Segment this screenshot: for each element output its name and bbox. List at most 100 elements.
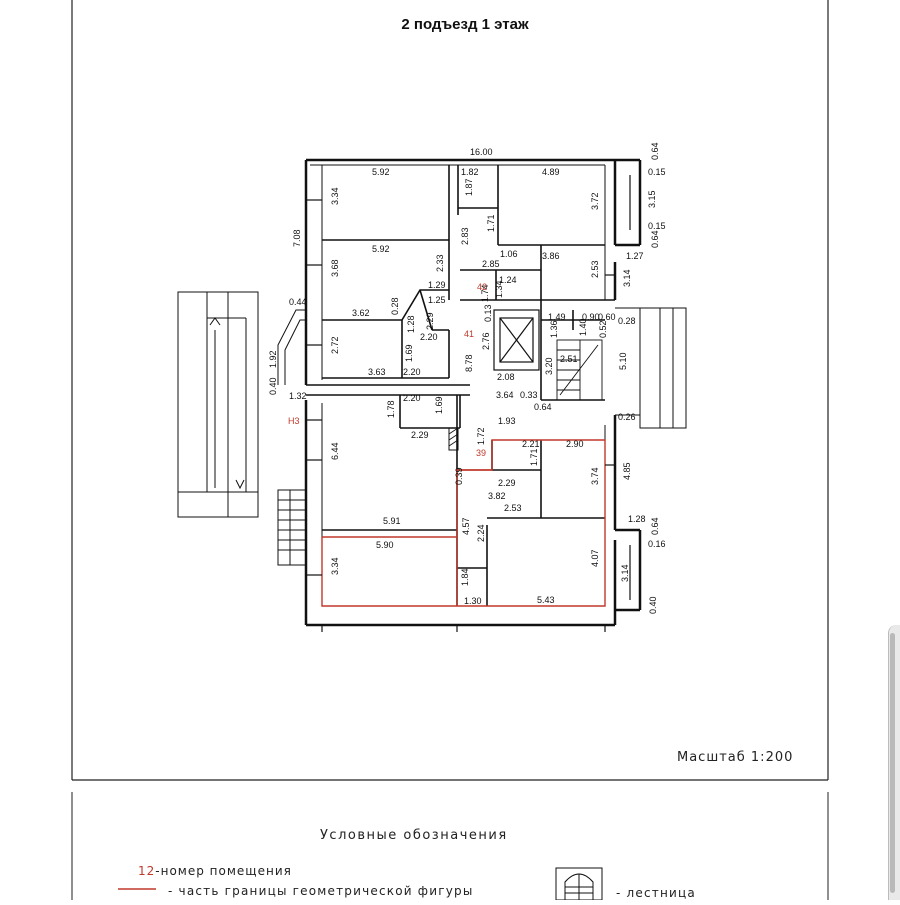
dim-label: 0.28 bbox=[390, 297, 400, 315]
dim-label: 8.78 bbox=[464, 354, 474, 372]
legend-room-number-sample: 12 bbox=[138, 864, 156, 878]
boundary-lines-red bbox=[321, 439, 606, 607]
dim-label: 1.78 bbox=[386, 400, 396, 418]
dim-label: 3.68 bbox=[330, 259, 340, 277]
dim-label: 0.15 bbox=[648, 167, 666, 177]
dim-label: 3.82 bbox=[488, 491, 506, 501]
dim-label: 7.08 bbox=[292, 229, 302, 247]
dim-label: 2.20 bbox=[403, 367, 421, 377]
dim-label: 1.34 bbox=[494, 280, 504, 298]
elevator-shaft bbox=[493, 309, 540, 371]
dim-label: 1.71 bbox=[529, 448, 539, 466]
dim-label: 1.93 bbox=[498, 416, 516, 426]
dim-label: 0.64 bbox=[534, 402, 552, 412]
dim-label: 1.32 bbox=[289, 391, 307, 401]
dim-label: 0.33 bbox=[520, 390, 538, 400]
dim-label: 1.74 bbox=[480, 284, 490, 302]
dim-label: 1.30 bbox=[464, 596, 482, 606]
dim-label: 0.44 bbox=[289, 297, 307, 307]
hatched-column bbox=[448, 427, 459, 451]
dim-label: 2.21 bbox=[522, 439, 540, 449]
dim-label: 6.44 bbox=[330, 442, 340, 460]
dim-label: 1.28 bbox=[628, 514, 646, 524]
legend-stair-text: - лестница bbox=[616, 886, 696, 900]
dim-label: 1.69 bbox=[434, 396, 444, 414]
dim-label: 0.90 bbox=[582, 312, 600, 322]
room-number: Н3 bbox=[288, 416, 300, 426]
dim-label: 3.14 bbox=[620, 564, 630, 582]
legend-title: Условные обозначения bbox=[320, 828, 508, 843]
dim-label: 0.64 bbox=[650, 142, 660, 160]
legend-room-number: 12-номер помещения bbox=[138, 864, 292, 878]
dim-label: 3.74 bbox=[590, 467, 600, 485]
dim-label: 3.72 bbox=[590, 192, 600, 210]
dim-label: 2.85 bbox=[482, 259, 500, 269]
page-title: 2 подъезд 1 этаж bbox=[401, 16, 529, 33]
left-terrace bbox=[177, 291, 306, 518]
dim-label: 0.64 bbox=[650, 517, 660, 535]
dim-label: 1.36 bbox=[549, 320, 559, 338]
dim-label: 2.33 bbox=[435, 254, 445, 272]
dim-label: 0.40 bbox=[268, 377, 278, 395]
dim-label: 3.64 bbox=[496, 390, 514, 400]
interior-staircase bbox=[556, 339, 603, 401]
room-number-labels: 42 41 39 Н3 bbox=[288, 282, 487, 458]
dimension-labels: 16.00 0.64 0.15 5.92 1.82 4.89 3.34 1.87… bbox=[268, 142, 666, 614]
dim-label: 3.20 bbox=[544, 357, 554, 375]
dim-label: 2.53 bbox=[590, 260, 600, 278]
dim-label: 5.43 bbox=[537, 595, 555, 605]
dim-label: 0.16 bbox=[648, 539, 666, 549]
dim-label: 2.76 bbox=[481, 332, 491, 350]
dim-label: 5.91 bbox=[383, 516, 401, 526]
dim-label: 3.34 bbox=[330, 557, 340, 575]
dim-label: 0.39 bbox=[454, 467, 464, 485]
dim-label: 2.90 bbox=[566, 439, 584, 449]
dim-label: 3.62 bbox=[352, 308, 370, 318]
dim-label: 1.28 bbox=[406, 315, 416, 333]
dim-label: 0.15 bbox=[648, 221, 666, 231]
dim-label: 2.20 bbox=[420, 332, 438, 342]
dim-label: 16.00 bbox=[470, 147, 493, 157]
dim-label: 0.26 bbox=[618, 412, 636, 422]
dim-label: 5.10 bbox=[618, 352, 628, 370]
dim-label: 2.08 bbox=[497, 372, 515, 382]
dim-label: 1.72 bbox=[476, 427, 486, 445]
dim-label: 5.92 bbox=[372, 167, 390, 177]
outer-walls bbox=[304, 158, 642, 627]
dim-label: 1.24 bbox=[499, 275, 517, 285]
legend-room-number-text: -номер помещения bbox=[155, 864, 292, 878]
dim-label: 0.40 bbox=[648, 596, 658, 614]
dim-label: 3.15 bbox=[647, 190, 657, 208]
dim-label: 2.72 bbox=[330, 336, 340, 354]
window-marks bbox=[306, 175, 631, 632]
dim-label: 1.25 bbox=[428, 295, 446, 305]
dim-label: 2.29 bbox=[498, 478, 516, 488]
dim-label: 0.52 bbox=[598, 320, 608, 338]
dim-label: 0.60 bbox=[598, 312, 616, 322]
dim-label: 1.06 bbox=[500, 249, 518, 259]
dim-label: 0.13 bbox=[483, 304, 493, 322]
legend-stair-symbol bbox=[555, 867, 603, 901]
dim-label: 3.86 bbox=[542, 251, 560, 261]
dim-label: 1.69 bbox=[404, 344, 414, 362]
dim-label: 1.84 bbox=[460, 568, 470, 586]
dim-label: 1.27 bbox=[626, 251, 644, 261]
dim-label: 2.51 bbox=[560, 354, 578, 364]
legend-boundary-text: - часть границы геометрической фигуры bbox=[168, 884, 474, 898]
room-number: 41 bbox=[464, 329, 474, 339]
dim-label: 2.53 bbox=[504, 503, 522, 513]
dim-label: 2.83 bbox=[460, 227, 470, 245]
dim-label: 0.28 bbox=[618, 316, 636, 326]
dim-label: 5.90 bbox=[376, 540, 394, 550]
dim-label: 4.85 bbox=[622, 462, 632, 480]
dim-label: 1.71 bbox=[486, 214, 496, 232]
dim-label: 2.29 bbox=[425, 312, 435, 330]
dim-label: 1.29 bbox=[428, 280, 446, 290]
dim-label: 1.82 bbox=[461, 167, 479, 177]
right-balcony bbox=[615, 307, 687, 429]
dim-label: 4.07 bbox=[590, 549, 600, 567]
dim-label: 2.24 bbox=[476, 524, 486, 542]
scrollbar[interactable] bbox=[888, 625, 900, 900]
